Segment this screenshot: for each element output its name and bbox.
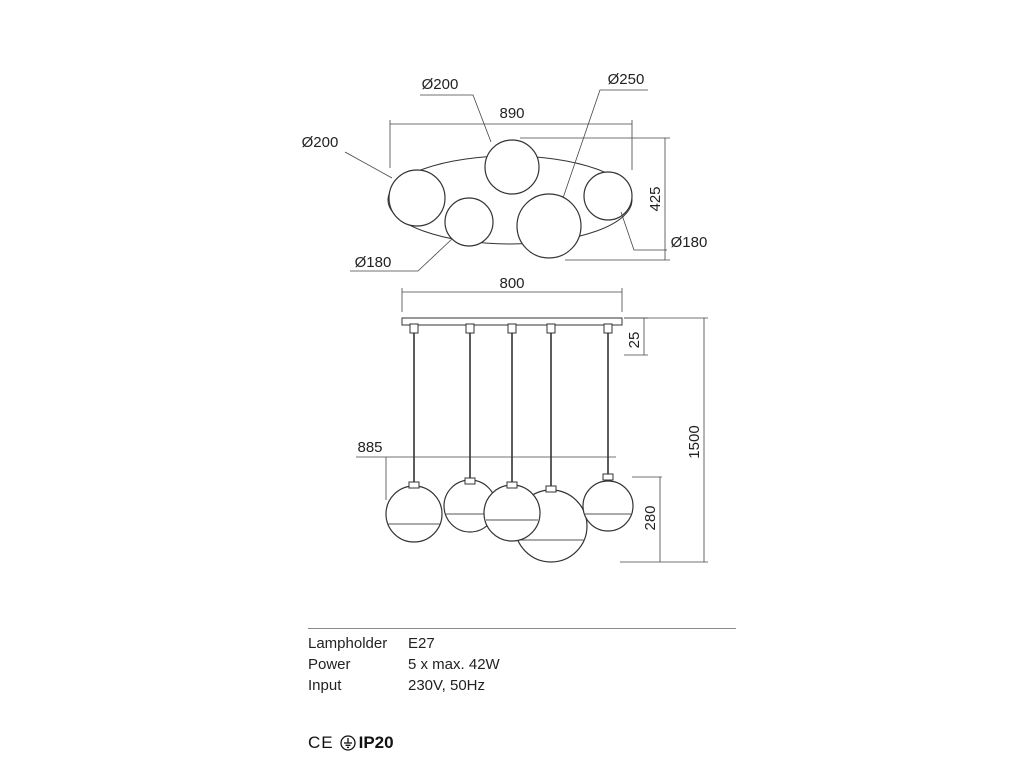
spec-row-lampholder: Lampholder E27 [308, 633, 736, 654]
dim-top-depth: 425 [647, 186, 664, 211]
globe-side-1 [385, 481, 443, 543]
dim-dia-big: Ø250 [608, 71, 645, 88]
spec-label: Input [308, 677, 342, 694]
dim-canopy-width: 800 [499, 275, 524, 292]
spec-value: 5 x max. 42W [408, 656, 500, 673]
dim-dia-small: Ø180 [355, 254, 392, 271]
dim-dia-top: Ø200 [422, 76, 459, 93]
certification-marks: CE IP20 [308, 733, 394, 753]
spec-value: E27 [408, 635, 435, 652]
globe-top-left [388, 169, 446, 227]
spec-label: Lampholder [308, 635, 388, 652]
globe-side-3 [483, 481, 541, 542]
spec-value: 230V, 50Hz [408, 677, 486, 694]
globe-top-big [516, 193, 582, 259]
globe-side-5 [582, 473, 634, 532]
spec-row-power: Power 5 x max. 42W [308, 654, 736, 675]
ce-mark-icon: CE [308, 733, 334, 752]
dim-canopy-height: 25 [626, 332, 643, 349]
side-view: 800 25 1500 280 885 [356, 275, 708, 563]
dim-dia-left: Ø200 [302, 134, 339, 151]
top-view: 890 425 Ø200 Ø200 Ø250 Ø180 Ø180 [302, 71, 708, 272]
ip-rating: IP20 [358, 733, 394, 752]
earth-class-icon [339, 735, 356, 751]
spec-row-input: Input 230V, 50Hz [308, 675, 736, 696]
dim-dia-right: Ø180 [671, 234, 708, 251]
globe-top-right [583, 171, 633, 221]
dim-spread-width: 885 [357, 439, 382, 456]
globe-top-small [444, 197, 494, 247]
spec-label: Power [308, 656, 351, 673]
globe-top-upper [484, 139, 540, 195]
spec-table: Lampholder E27 Power 5 x max. 42W Input … [308, 628, 736, 696]
dim-total-height: 1500 [686, 425, 703, 458]
dim-globe-height: 280 [642, 505, 659, 530]
dim-top-width: 890 [499, 105, 524, 122]
